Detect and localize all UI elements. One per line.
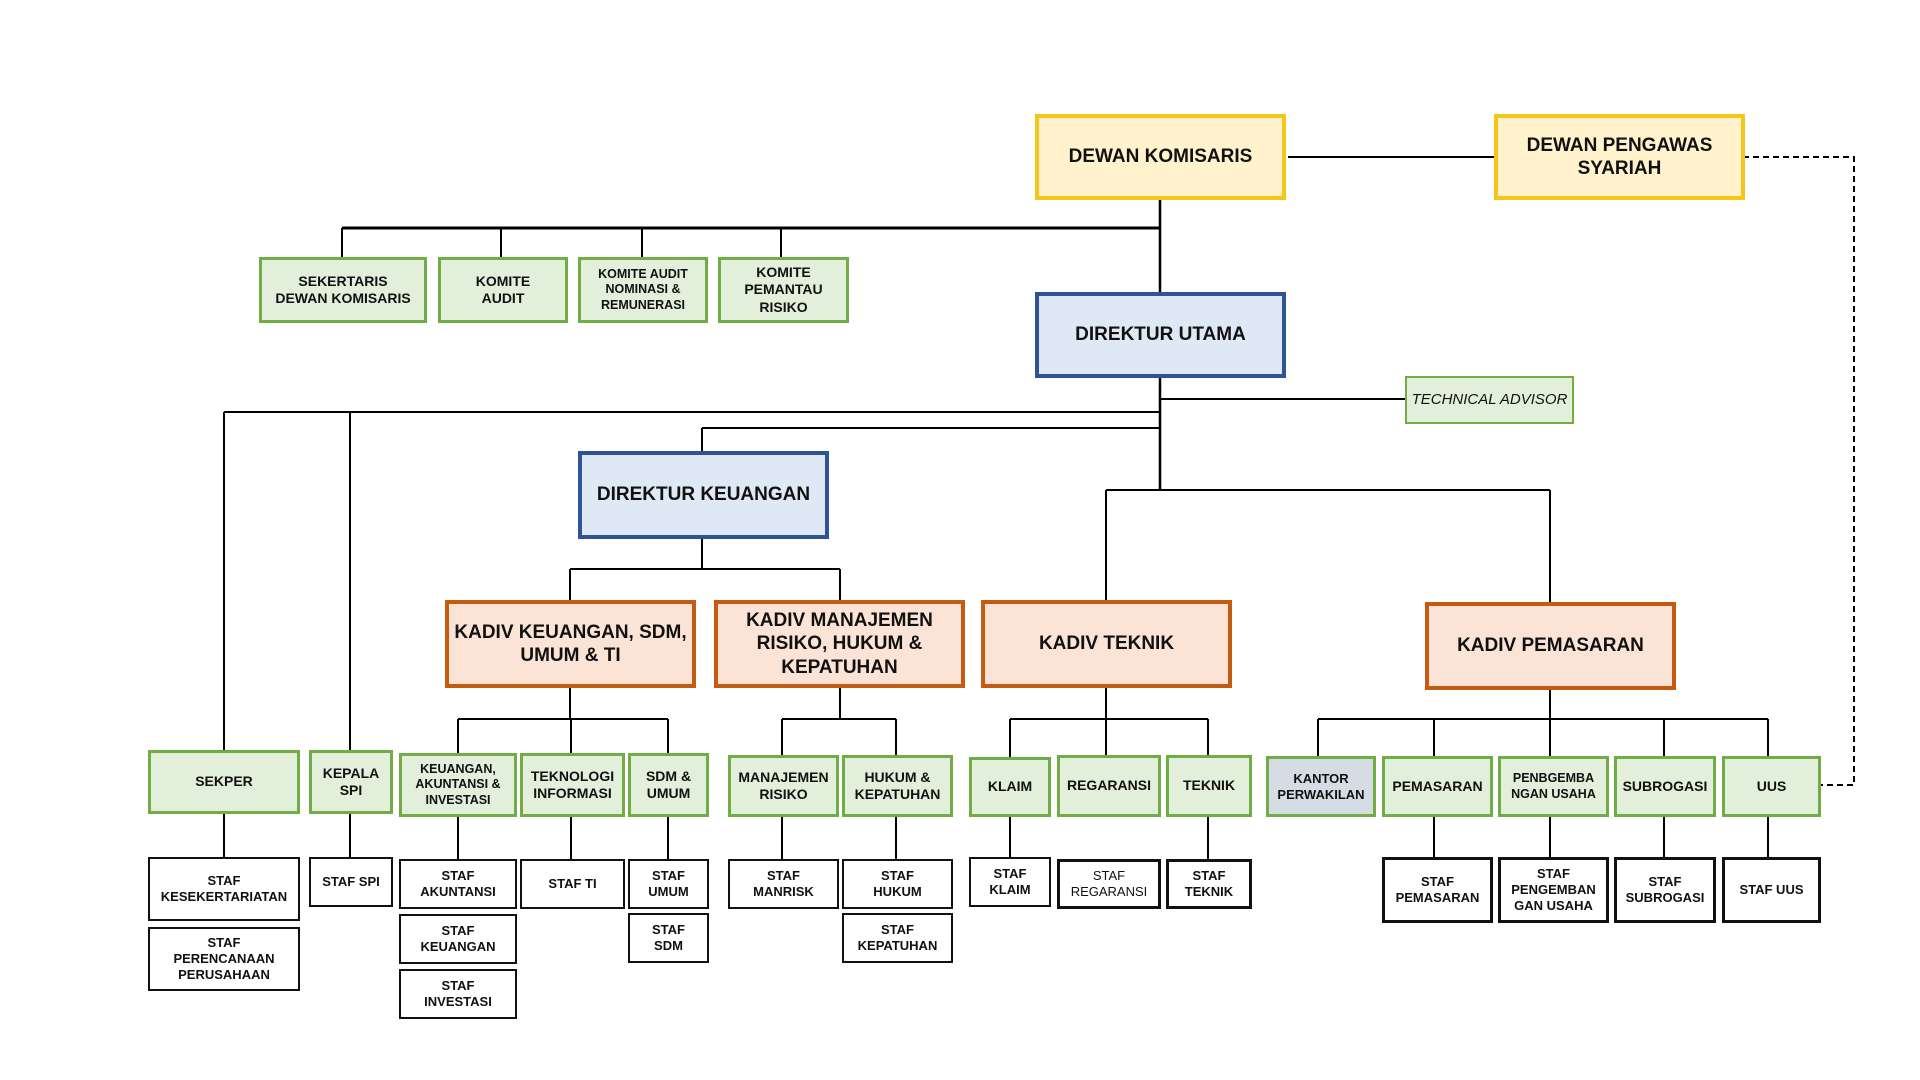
dewan-pengawas-syariah-box: DEWAN PENGAWAS SYARIAH [1494, 114, 1745, 200]
staf-pengembangan-usaha-box: STAF PENGEMBAN GAN USAHA [1498, 857, 1609, 923]
staf-investasi-box: STAF INVESTASI [399, 969, 517, 1019]
kadiv-manajemen-box: KADIV MANAJEMEN RISIKO, HUKUM & KEPATUHA… [714, 600, 965, 688]
staf-umum-box: STAF UMUM [628, 859, 709, 909]
komite-audit-box: KOMITE AUDIT [438, 257, 568, 323]
keuangan-akuntansi-investasi-box: KEUANGAN, AKUNTANSI & INVESTASI [399, 753, 517, 817]
staf-subrogasi-box: STAF SUBROGASI [1614, 857, 1716, 923]
staf-sdm-box: STAF SDM [628, 913, 709, 963]
dewan-komisaris-box: DEWAN KOMISARIS [1035, 114, 1286, 200]
uus-box: UUS [1722, 756, 1821, 817]
staf-akuntansi-box: STAF AKUNTANSI [399, 859, 517, 909]
pemasaran-box: PEMASARAN [1382, 756, 1493, 817]
kantor-perwakilan-box: KANTOR PERWAKILAN [1266, 756, 1376, 817]
staf-klaim-box: STAF KLAIM [969, 857, 1051, 907]
staf-manrisk-box: STAF MANRISK [728, 859, 839, 909]
hukum-kepatuhan-box: HUKUM & KEPATUHAN [842, 755, 953, 817]
staf-kesekertariatan-box: STAF KESEKERTARIATAN [148, 857, 300, 921]
komite-pemantau-risiko-box: KOMITE PEMANTAU RISIKO [718, 257, 849, 323]
regaransi-box: REGARANSI [1057, 755, 1161, 817]
sekper-box: SEKPER [148, 750, 300, 814]
sekretaris-dewan-komisaris-box: SEKERTARIS DEWAN KOMISARIS [259, 257, 427, 323]
staf-regaransi-box: STAF REGARANSI [1057, 859, 1161, 909]
klaim-box: KLAIM [969, 757, 1051, 817]
technical-advisor-box: TECHNICAL ADVISOR [1405, 376, 1574, 424]
teknologi-informasi-box: TEKNOLOGI INFORMASI [520, 753, 625, 817]
kepala-spi-box: KEPALA SPI [309, 750, 393, 814]
manajemen-risiko-box: MANAJEMEN RISIKO [728, 755, 839, 817]
subrogasi-box: SUBROGASI [1614, 756, 1716, 817]
staf-hukum-box: STAF HUKUM [842, 859, 953, 909]
komite-nominasi-box: KOMITE AUDIT NOMINASI & REMUNERASI [578, 257, 708, 323]
staf-kepatuhan-box: STAF KEPATUHAN [842, 913, 953, 963]
pengembangan-usaha-box: PENBGEMBA NGAN USAHA [1498, 756, 1609, 817]
staf-pemasaran-box: STAF PEMASARAN [1382, 857, 1493, 923]
staf-uus-box: STAF UUS [1722, 857, 1821, 923]
teknik-box: TEKNIK [1166, 755, 1252, 817]
staf-ti-box: STAF TI [520, 859, 625, 909]
staf-teknik-box: STAF TEKNIK [1166, 859, 1252, 909]
staf-spi-box: STAF SPI [309, 857, 393, 907]
staf-perencanaan-box: STAF PERENCANAAN PERUSAHAAN [148, 927, 300, 991]
kadiv-teknik-box: KADIV TEKNIK [981, 600, 1232, 688]
sdm-umum-box: SDM & UMUM [628, 753, 709, 817]
staf-keuangan-box: STAF KEUANGAN [399, 914, 517, 964]
kadiv-pemasaran-box: KADIV PEMASARAN [1425, 602, 1676, 690]
direktur-utama-box: DIREKTUR UTAMA [1035, 292, 1286, 378]
direktur-keuangan-box: DIREKTUR KEUANGAN [578, 451, 829, 539]
kadiv-keuangan-box: KADIV KEUANGAN, SDM, UMUM & TI [445, 600, 696, 688]
